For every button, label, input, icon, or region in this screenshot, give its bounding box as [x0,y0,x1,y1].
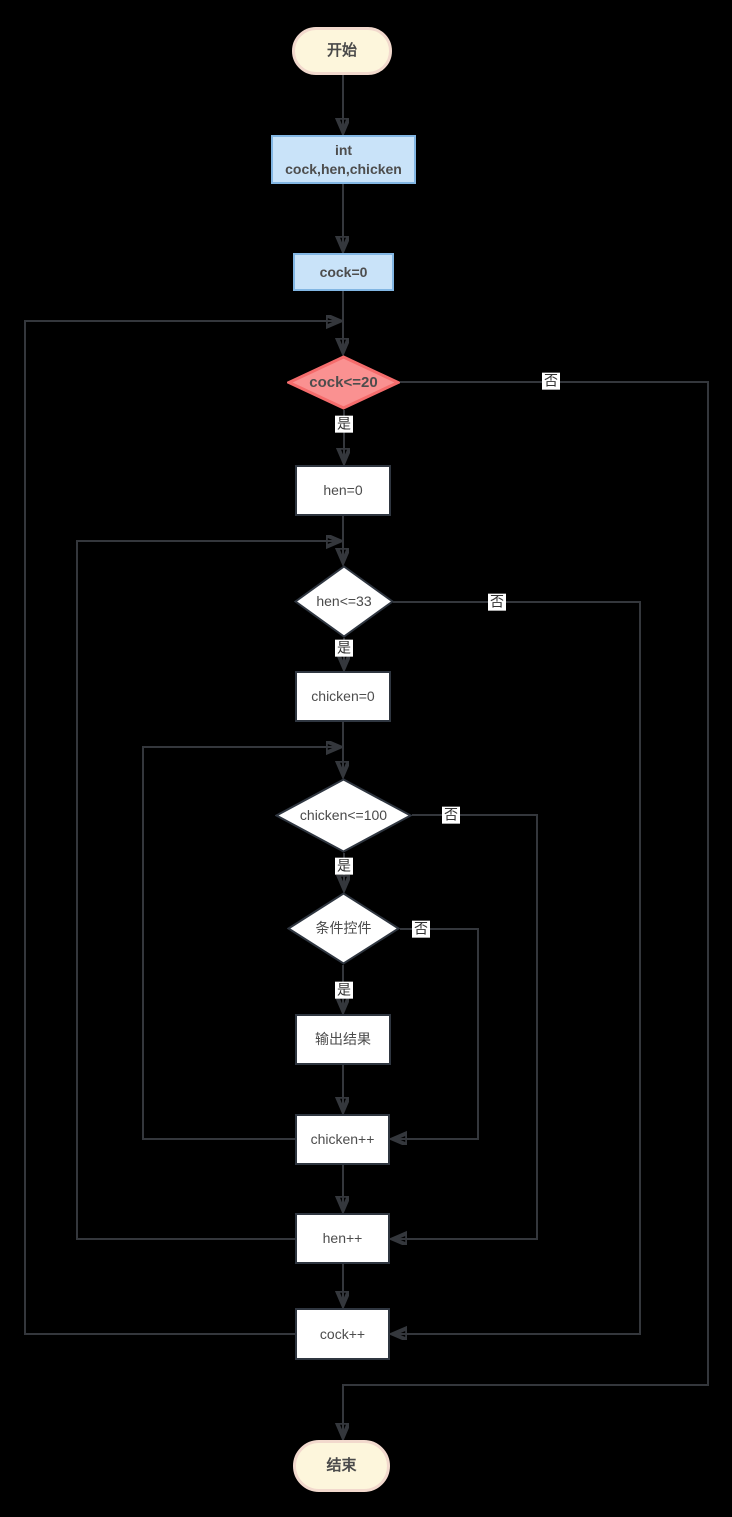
edge-label-cock-no: 否 [542,372,560,390]
node-declare-line2: cock,hen,chicken [285,160,402,177]
diamond-shape-red [287,355,400,410]
node-cond-filter-label: 条件控件 [315,920,372,937]
edge-label-chicken-no: 否 [442,806,460,824]
node-cond-hen[interactable]: hen<=33 [294,565,394,638]
node-start-label: 开始 [326,42,357,60]
node-cond-chicken-label: chicken<=100 [299,807,388,824]
node-inc-cock[interactable]: cock++ [295,1308,390,1360]
node-inc-cock-label: cock++ [319,1325,366,1342]
node-init-chicken[interactable]: chicken=0 [295,671,391,722]
node-init-hen-label: hen=0 [323,482,363,499]
edge-label-filter-no: 否 [412,920,430,938]
node-inc-hen-label: hen++ [322,1230,363,1247]
diamond-shape [294,565,394,638]
node-init-cock-label: cock=0 [319,263,368,280]
edge-label-chicken-yes: 是 [335,857,353,875]
node-inc-chicken[interactable]: chicken++ [295,1114,390,1165]
node-init-chicken-label: chicken=0 [311,688,375,705]
node-output[interactable]: 输出结果 [295,1014,391,1065]
node-init-cock[interactable]: cock=0 [293,253,394,291]
node-start[interactable]: 开始 [292,27,392,75]
node-cond-filter[interactable]: 条件控件 [287,892,400,965]
node-inc-chicken-label: chicken++ [310,1131,375,1148]
node-init-hen[interactable]: hen=0 [295,465,391,516]
edge-label-hen-no: 否 [488,593,506,611]
node-declare-label: int cock,hen,chicken [285,141,402,177]
edge-label-hen-yes: 是 [335,639,353,657]
edge-label-cock-yes: 是 [335,415,353,433]
node-end[interactable]: 结束 [293,1440,390,1492]
diamond-shape [287,892,400,965]
edge-label-filter-yes: 是 [335,981,353,999]
node-inc-hen[interactable]: hen++ [295,1213,390,1264]
node-declare-line1: int [334,142,353,159]
node-output-label: 输出结果 [315,1031,371,1048]
node-cond-chicken[interactable]: chicken<=100 [275,778,412,853]
diamond-shape [275,778,412,853]
node-cond-cock[interactable]: cock<=20 [287,355,400,410]
node-cond-cock-label: cock<=20 [309,373,378,391]
node-declare[interactable]: int cock,hen,chicken [271,135,416,184]
node-cond-hen-label: hen<=33 [316,593,372,610]
node-end-label: 结束 [326,1457,357,1475]
